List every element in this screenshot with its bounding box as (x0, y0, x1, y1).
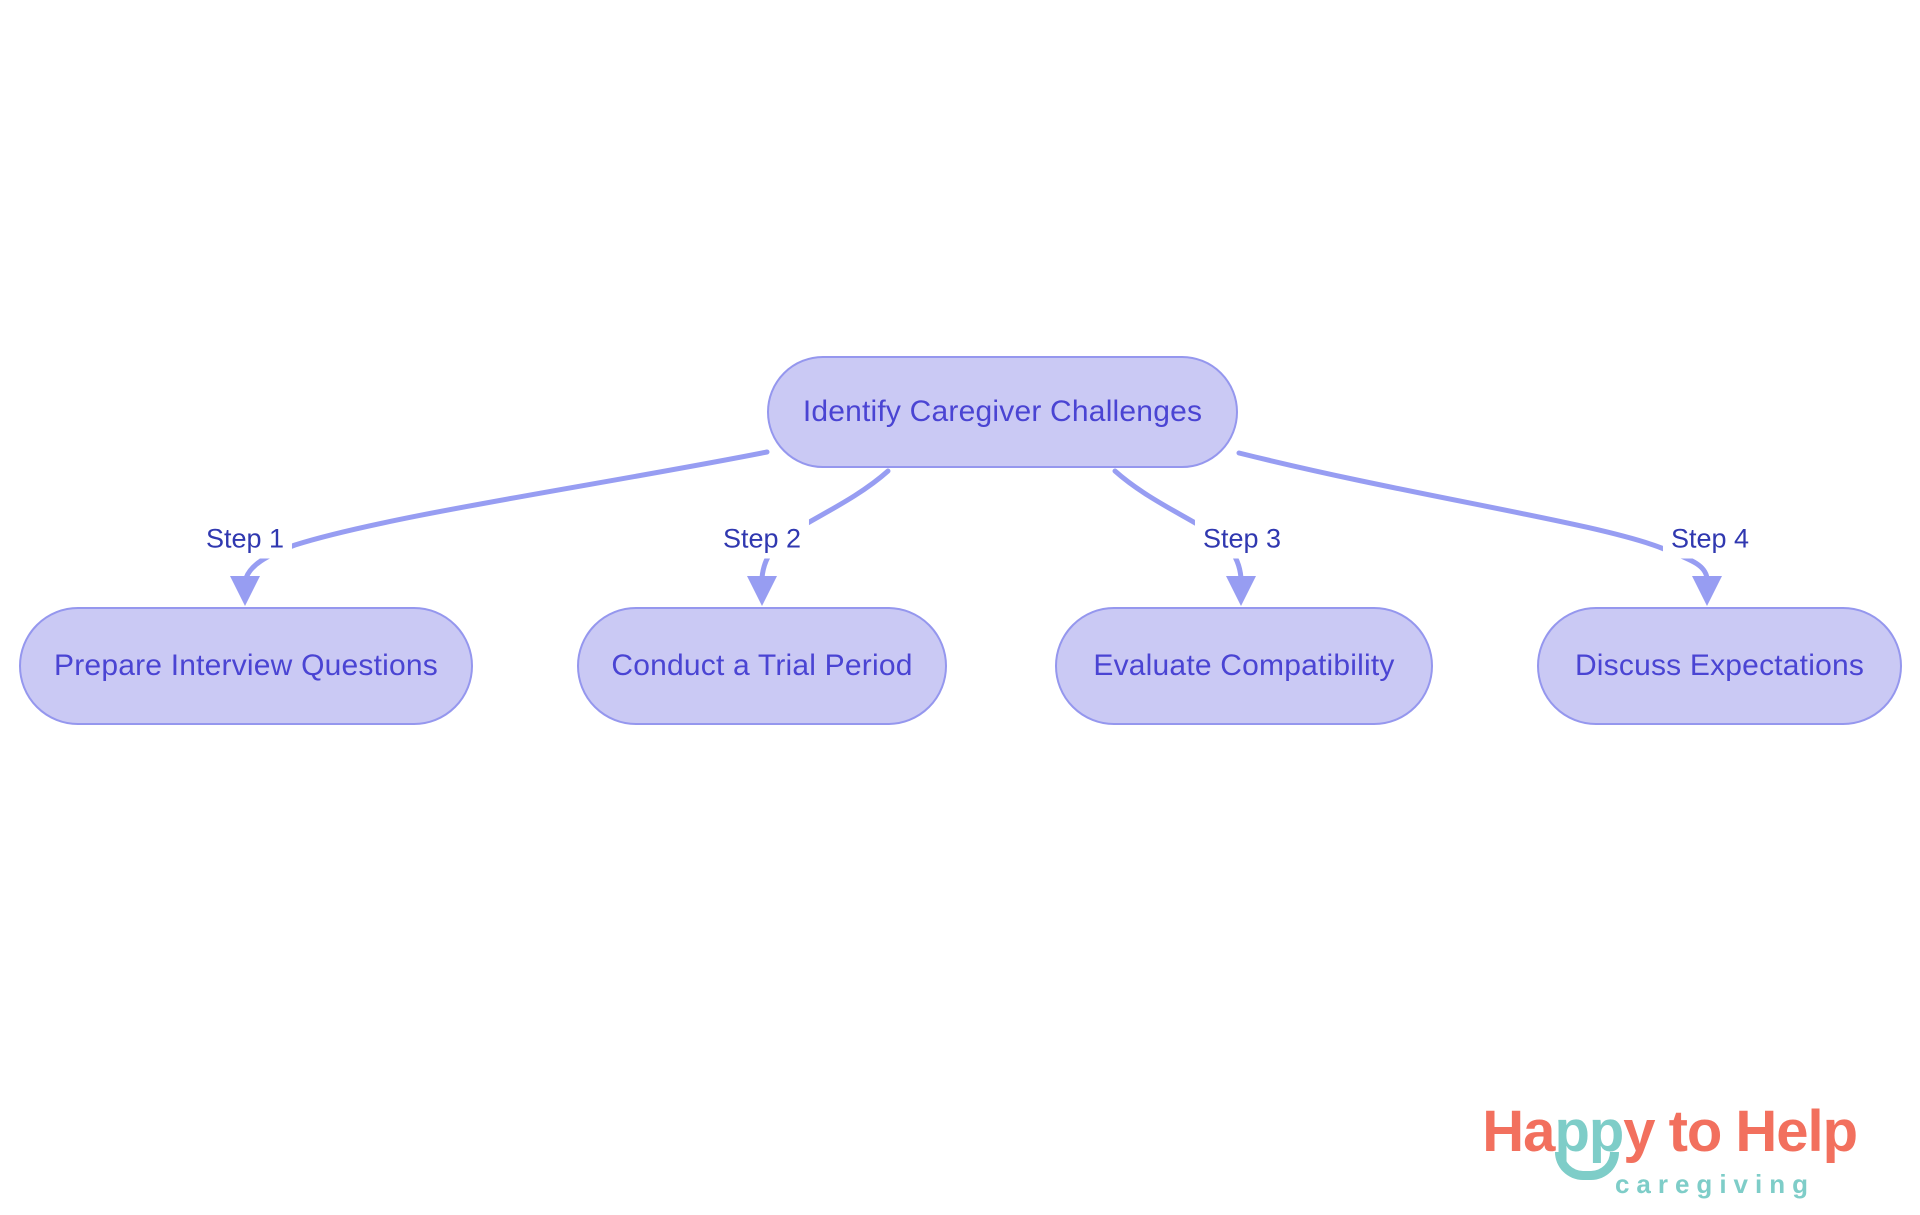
edge-label-step-1: Step 1 (197, 519, 293, 559)
arrowhead-step-3 (1226, 576, 1256, 606)
node-root: Identify Caregiver Challenges (767, 356, 1238, 468)
logo-subtitle: caregiving (1614, 1169, 1815, 1199)
node-step-2-label: Conduct a Trial Period (611, 649, 913, 682)
node-step-3-label: Evaluate Compatibility (1093, 649, 1395, 682)
arrowhead-step-4 (1692, 576, 1722, 606)
logo-word-help: Help (1735, 1099, 1858, 1164)
logo-word-to: to (1668, 1099, 1723, 1164)
logo-part-pp: pp (1554, 1099, 1624, 1164)
logo-part-ha: Ha (1482, 1099, 1555, 1164)
edge-label-step-3: Step 3 (1194, 519, 1290, 559)
node-root-label: Identify Caregiver Challenges (802, 395, 1203, 428)
node-step-2: Conduct a Trial Period (577, 607, 947, 725)
node-step-3: Evaluate Compatibility (1055, 607, 1433, 725)
node-step-4-label: Discuss Expectations (1574, 649, 1865, 682)
smile-icon (1555, 1152, 1620, 1180)
edge-step-1 (243, 449, 770, 581)
node-step-1: Prepare Interview Questions (19, 607, 473, 725)
edge-step-4 (1236, 450, 1710, 581)
node-step-4: Discuss Expectations (1537, 607, 1902, 725)
edge-label-step-2: Step 2 (714, 519, 810, 559)
node-step-1-label: Prepare Interview Questions (54, 649, 438, 682)
edge-label-step-4: Step 4 (1662, 519, 1758, 559)
logo-part-pp-wrap: pp (1554, 1103, 1624, 1180)
arrowhead-step-1 (230, 576, 260, 606)
arrowhead-step-2 (747, 576, 777, 606)
logo-part-y: y (1623, 1099, 1655, 1164)
